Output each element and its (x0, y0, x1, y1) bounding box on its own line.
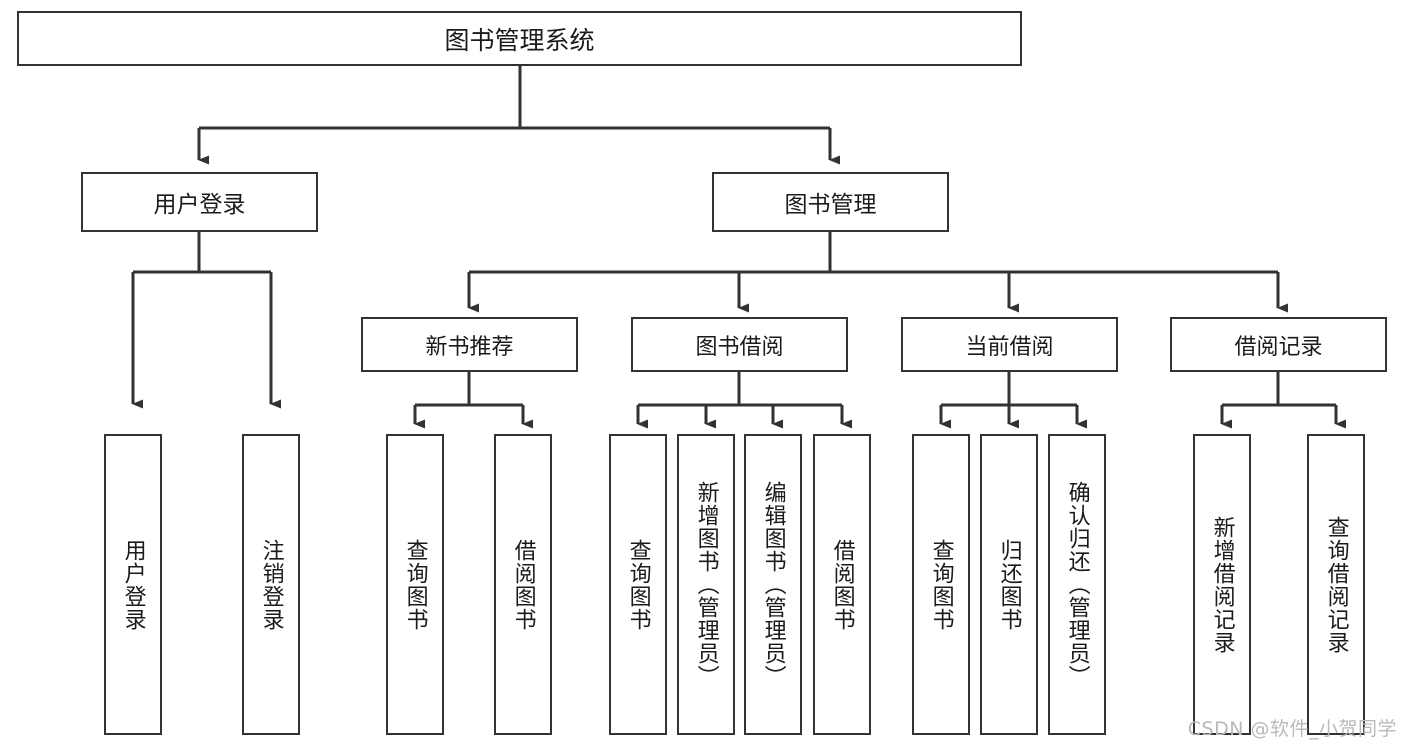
node-root-label: 图书管理系统 (444, 25, 595, 55)
node-leaf-query-book-1[interactable]: 查询图书 (386, 434, 444, 735)
node-leaf-logout-login-label: 注销登录 (258, 538, 284, 631)
node-leaf-edit-book[interactable]: 编辑图书（管理员） (744, 434, 802, 735)
node-book-borrow-label: 图书借阅 (695, 334, 784, 360)
node-current-borrow-label: 当前借阅 (965, 334, 1054, 360)
node-new-book-recommend-label: 新书推荐 (425, 334, 514, 360)
node-book-borrow[interactable]: 图书借阅 (631, 317, 848, 372)
node-new-book-recommend[interactable]: 新书推荐 (361, 317, 578, 372)
node-leaf-confirm-return[interactable]: 确认归还（管理员） (1048, 434, 1106, 735)
node-user-login[interactable]: 用户登录 (81, 172, 318, 232)
node-leaf-return-book[interactable]: 归还图书 (980, 434, 1038, 735)
node-leaf-user-login-label: 用户登录 (120, 538, 146, 631)
node-leaf-edit-book-label: 编辑图书（管理员） (760, 481, 786, 688)
node-leaf-query-book-2[interactable]: 查询图书 (609, 434, 667, 735)
node-leaf-query-book-2-label: 查询图书 (625, 538, 651, 631)
node-leaf-add-book[interactable]: 新增图书（管理员） (677, 434, 735, 735)
node-leaf-borrow-book-1-label: 借阅图书 (510, 538, 536, 631)
node-user-login-label: 用户登录 (153, 192, 246, 218)
node-leaf-add-book-label: 新增图书（管理员） (693, 481, 719, 688)
node-leaf-query-record-label: 查询借阅记录 (1323, 515, 1349, 654)
node-leaf-user-login[interactable]: 用户登录 (104, 434, 162, 735)
node-current-borrow[interactable]: 当前借阅 (901, 317, 1118, 372)
node-leaf-confirm-return-label: 确认归还（管理员） (1064, 481, 1090, 688)
node-leaf-borrow-book-2[interactable]: 借阅图书 (813, 434, 871, 735)
node-leaf-add-record[interactable]: 新增借阅记录 (1193, 434, 1251, 735)
node-borrow-record[interactable]: 借阅记录 (1170, 317, 1387, 372)
node-book-management-label: 图书管理 (784, 192, 877, 218)
node-leaf-query-book-3-label: 查询图书 (928, 538, 954, 631)
node-leaf-query-book-1-label: 查询图书 (402, 538, 428, 631)
node-leaf-add-record-label: 新增借阅记录 (1209, 515, 1235, 654)
node-leaf-borrow-book-1[interactable]: 借阅图书 (494, 434, 552, 735)
node-leaf-query-book-3[interactable]: 查询图书 (912, 434, 970, 735)
node-leaf-logout-login[interactable]: 注销登录 (242, 434, 300, 735)
node-borrow-record-label: 借阅记录 (1234, 334, 1323, 360)
node-leaf-return-book-label: 归还图书 (996, 538, 1022, 631)
node-leaf-borrow-book-2-label: 借阅图书 (829, 538, 855, 631)
node-book-management[interactable]: 图书管理 (712, 172, 949, 232)
node-leaf-query-record[interactable]: 查询借阅记录 (1307, 434, 1365, 735)
node-root[interactable]: 图书管理系统 (17, 11, 1022, 66)
